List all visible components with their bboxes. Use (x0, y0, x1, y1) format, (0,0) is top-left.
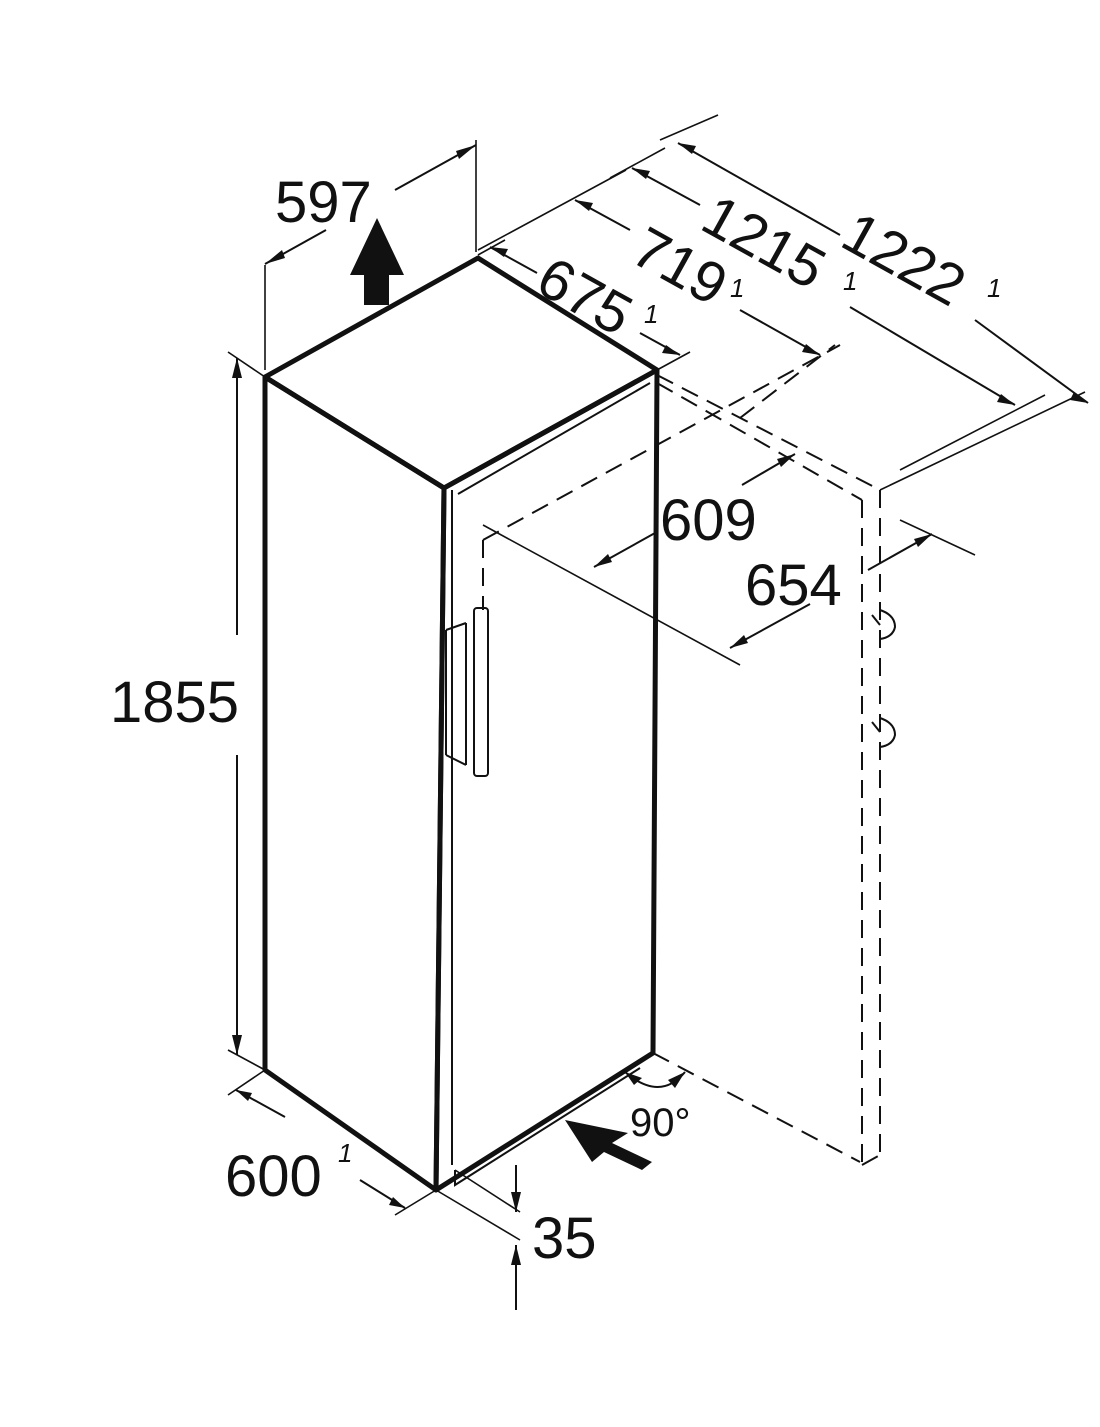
door-top-edge (457, 382, 651, 495)
dim-note-719: 1 (730, 273, 744, 303)
dim-height-1855: 1855 (110, 351, 266, 1071)
dim-label-609: 609 (660, 488, 757, 553)
dim-label-90: 90° (630, 1101, 691, 1145)
appliance-outline (262, 255, 660, 1193)
airflow-in-arrow-icon (565, 1120, 652, 1170)
dim-depth-1222: 1222 1 (659, 114, 1089, 491)
dim-depth-600: 600 1 (225, 1069, 437, 1216)
dim-note-600: 1 (338, 1138, 352, 1168)
dim-label-35: 35 (532, 1206, 597, 1271)
dim-plinth-35: 35 (435, 1165, 597, 1310)
dim-label-1222: 1222 (832, 200, 976, 319)
dim-width-597: 597 (264, 140, 477, 370)
door-handle (445, 607, 489, 777)
dim-label-1855: 1855 (110, 670, 239, 735)
plinth (454, 1067, 641, 1187)
door-face (433, 367, 660, 1193)
handle-bar (473, 607, 489, 777)
dim-angle-90: 90° (624, 1071, 691, 1145)
dim-label-654: 654 (745, 553, 842, 618)
dim-label-675: 675 (527, 245, 643, 349)
dim-door-609: 609 (482, 453, 796, 666)
dim-door-654: 654 (729, 519, 976, 649)
dim-note-675: 1 (644, 299, 658, 329)
door-hinge-icon (871, 609, 897, 748)
dim-note-1222: 1 (987, 273, 1001, 303)
side-face (262, 374, 447, 1193)
dim-depth-1215: 1215 1 (609, 147, 1046, 471)
dim-note-1215: 1 (843, 266, 857, 296)
dim-label-600: 600 (225, 1144, 322, 1209)
airflow-up-arrow-icon (350, 218, 404, 305)
dim-label-597: 597 (275, 170, 372, 235)
open-door-outline (482, 344, 881, 1166)
